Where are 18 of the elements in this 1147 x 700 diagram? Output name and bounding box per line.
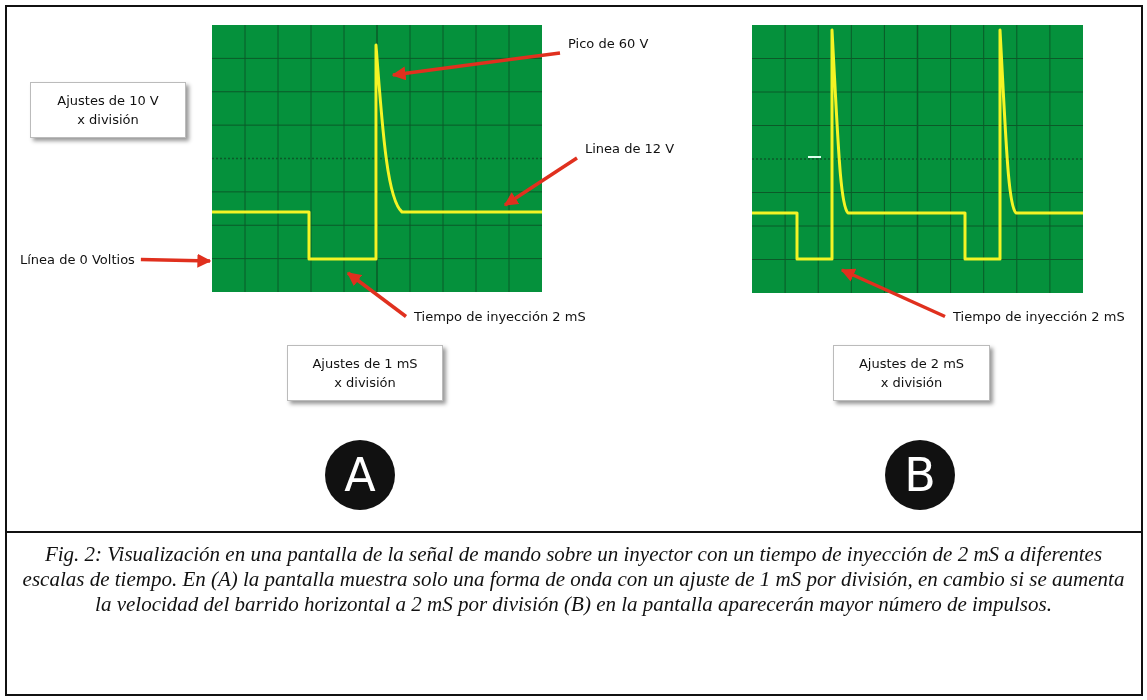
setting-label: Ajustes de 1 mS x división <box>287 345 443 401</box>
figure-caption: Fig. 2: Visualización en una pantalla de la señal de mando sobre un inyector con un tiempo de inyección de 2 mS a diferentes escalas de tiempo. En (A) la pantalla muestra solo una forma de onda con un ajuste de 1 mS por división, en cambio si se aumenta la velocidad del barrido horizontal a 2 mS por división (B) en la pantalla aparecerán mayor número de impulsos. <box>21 542 1126 617</box>
leader-arrow <box>346 271 408 318</box>
callout-text: Pico de 60 V <box>568 36 649 51</box>
leader-arrow <box>503 156 578 207</box>
callout-text: Tiempo de inyección 2 mS <box>953 309 1125 324</box>
callout-text: Linea de 12 V <box>585 141 675 156</box>
callout-text: Tiempo de inyección 2 mS <box>414 309 586 324</box>
leader-arrow <box>140 253 212 268</box>
setting-label: Ajustes de 2 mS x división <box>833 345 990 401</box>
panel-letter-badge: A <box>325 440 395 510</box>
callout-text: Línea de 0 Voltios <box>20 252 135 267</box>
oscilloscope-screen-drawing <box>751 24 1084 294</box>
setting-label: Ajustes de 10 V x división <box>30 82 186 138</box>
oscilloscope-screen-drawing <box>211 24 543 293</box>
leader-arrow <box>840 268 946 319</box>
panel-letter-badge: B <box>885 440 955 510</box>
leader-arrow <box>391 51 561 81</box>
